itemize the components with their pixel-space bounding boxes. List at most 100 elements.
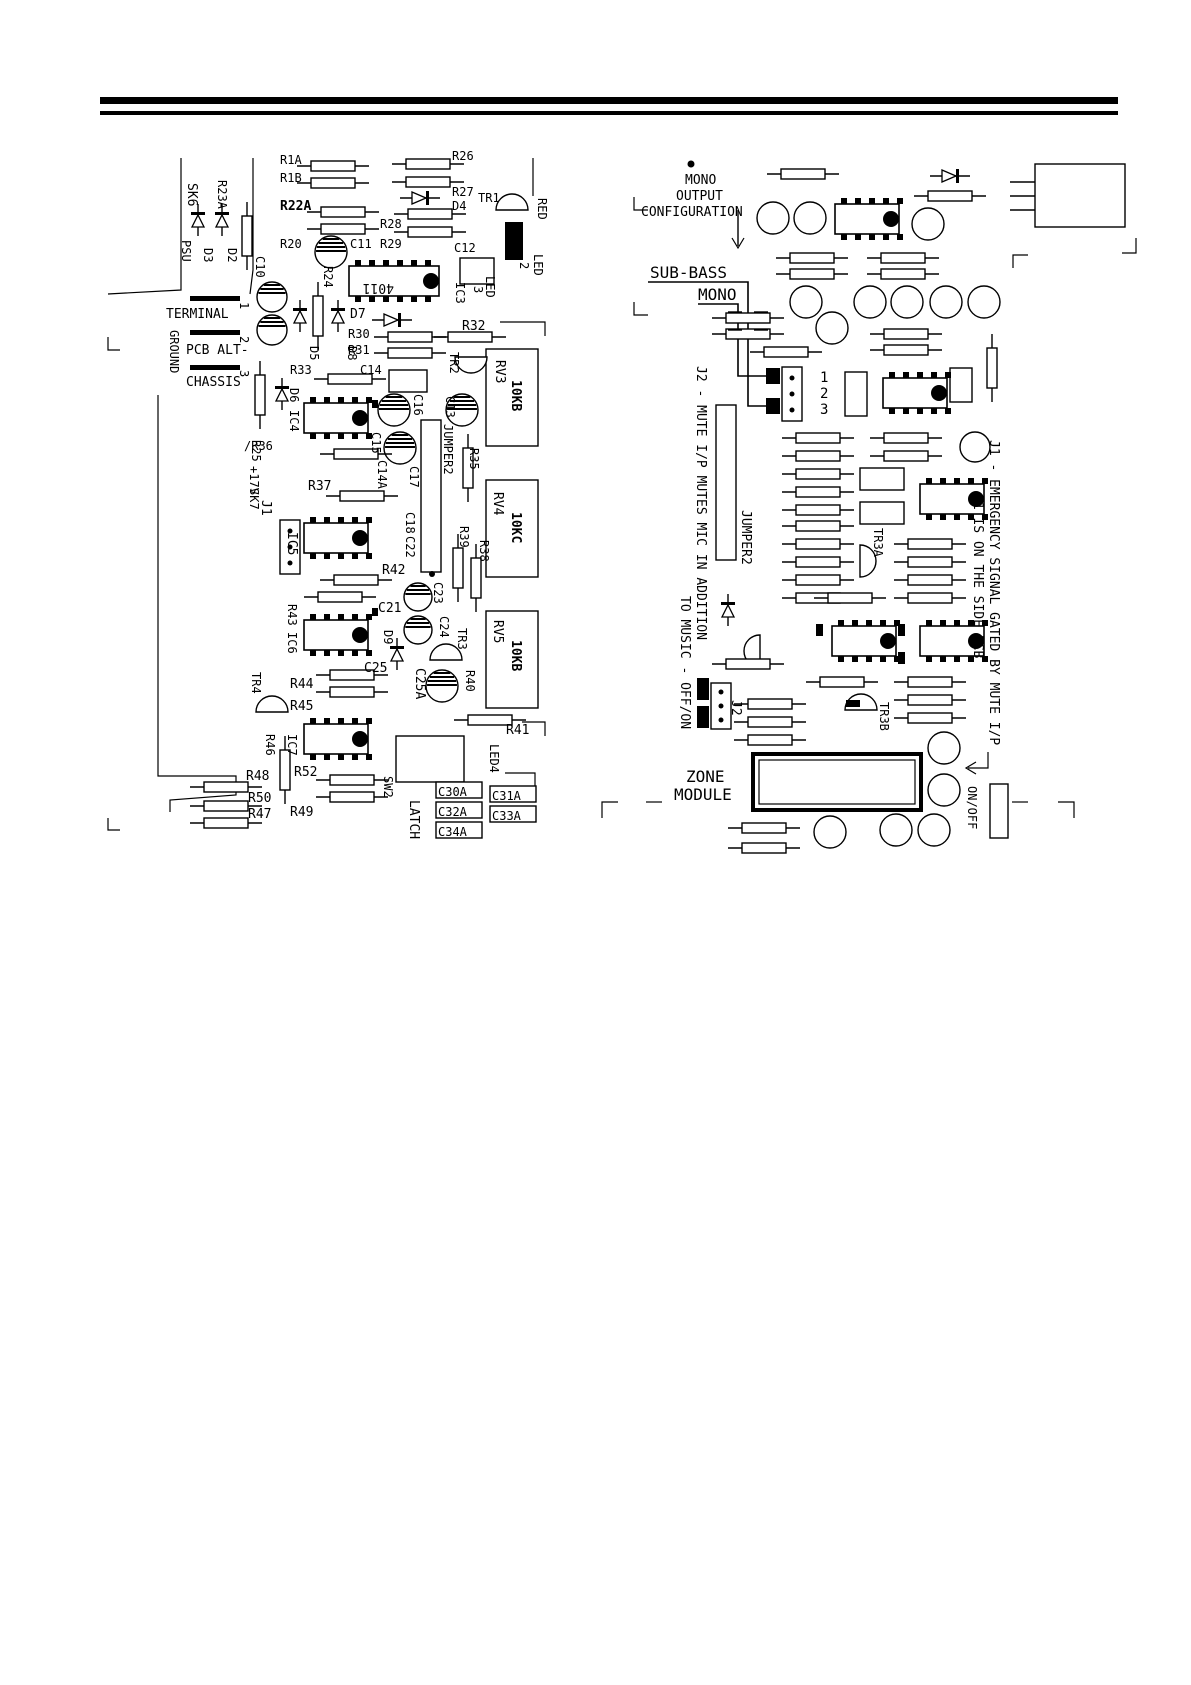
left-pcb-board	[107, 158, 546, 839]
component-box	[459, 257, 495, 285]
r29-resistor	[394, 226, 466, 238]
pad	[372, 400, 378, 408]
label-red: RED	[535, 198, 549, 220]
r22a-resistor	[307, 206, 379, 218]
label-jumper2: JUMPER2	[441, 424, 455, 475]
label-rv3_val: 10KB	[508, 380, 523, 411]
r42-resistor	[320, 574, 392, 586]
label-d2: D2	[225, 248, 239, 262]
r38-resistor	[470, 544, 482, 612]
label-c25: C25	[364, 661, 387, 676]
label-r45: R45	[290, 699, 313, 714]
resistor	[712, 312, 784, 324]
label-c31a: C31A	[492, 789, 522, 803]
resistor	[728, 822, 800, 834]
c31a-box	[489, 785, 537, 803]
c30a-box	[435, 781, 483, 799]
label-led3: LED	[483, 276, 497, 298]
label-r50: R50	[248, 791, 271, 806]
label-ic7: IC7	[285, 734, 299, 756]
rv5-pot	[485, 610, 539, 709]
label-latch: LATCH	[406, 800, 421, 839]
component-box	[949, 367, 973, 403]
capacitor	[853, 285, 887, 319]
corner-mark	[601, 801, 618, 818]
corner-mark	[107, 337, 120, 351]
label-tr3b: TR3B	[877, 702, 891, 731]
label-r29: R29	[380, 237, 402, 251]
corner-mark	[633, 302, 648, 316]
label-r1a: R1A	[280, 153, 302, 167]
c23-capacitor	[403, 582, 433, 612]
label-r38: R38	[477, 540, 491, 562]
label-c22: C22	[403, 536, 417, 558]
label-ic6: IC6	[285, 632, 299, 654]
resistor	[782, 468, 854, 480]
d7-diode	[372, 313, 412, 327]
pin	[718, 703, 724, 709]
terminal-1-pad	[190, 296, 240, 301]
label-tr3: TR3	[455, 628, 469, 650]
ic6-chip	[303, 614, 372, 656]
label-r28: R28	[380, 217, 402, 231]
r31-resistor	[374, 347, 446, 359]
resistor	[782, 486, 854, 498]
label-sk7: SK7	[247, 488, 261, 510]
label-c21: C21	[378, 601, 401, 616]
capacitor	[793, 201, 827, 235]
pin	[789, 375, 795, 381]
resistor	[767, 168, 839, 180]
label-r52: R52	[294, 765, 317, 780]
r42b-resistor	[304, 591, 376, 603]
label-sub_bass: SUB-BASS	[650, 263, 727, 282]
label-r48: R48	[246, 769, 269, 784]
jumper-pad	[697, 678, 709, 700]
d5-diode	[292, 300, 308, 332]
c33a-box	[489, 805, 537, 823]
label-led2: LED	[531, 254, 545, 276]
component-box	[859, 501, 905, 525]
r45-resistor	[316, 686, 388, 698]
label-r23a: R23A	[215, 180, 229, 210]
label-r44: R44	[290, 677, 314, 692]
c13-capacitor	[445, 393, 479, 427]
corner-mark	[1122, 238, 1137, 254]
resistor	[782, 556, 854, 568]
resistor	[986, 334, 998, 402]
label-psu: PSU	[179, 240, 193, 262]
label-tr4: TR4	[249, 672, 263, 694]
pin	[718, 717, 724, 723]
sw2-switch	[395, 735, 465, 783]
d9-diode	[389, 638, 405, 670]
resistor	[782, 504, 854, 516]
ic3-chip	[348, 260, 440, 302]
label-ic5: IC5	[284, 532, 299, 555]
pad	[898, 624, 905, 636]
resistor	[870, 432, 942, 444]
resistor	[894, 538, 966, 550]
label-j1_note2: J1 IS ON THE SIDE PCB	[970, 494, 985, 659]
label-c25a: C25A	[412, 668, 427, 699]
pin	[789, 407, 795, 413]
resistor	[806, 676, 878, 688]
label-r39: R39	[457, 526, 471, 548]
c34a-box	[435, 821, 483, 839]
r52-resistor	[316, 774, 388, 786]
diode	[930, 169, 970, 183]
resistor	[894, 592, 966, 604]
label-r24: R24	[321, 266, 335, 288]
r50-resistor	[190, 800, 262, 812]
r28-resistor	[394, 208, 466, 220]
ic5-chip	[303, 517, 372, 559]
zone-module-inner	[758, 759, 916, 805]
jumper-pad	[766, 368, 780, 384]
ic-chip	[919, 478, 988, 520]
arrow-head	[731, 237, 745, 250]
label-j2_note2: TO MUSIC - OFF/ON	[677, 596, 692, 729]
label-rv5: RV5	[490, 620, 505, 643]
rv4-pot	[485, 479, 539, 578]
label-r25: R25	[249, 440, 263, 462]
zone-module-socket	[751, 752, 923, 812]
label-r46: R46	[263, 734, 277, 756]
d6-diode	[274, 378, 290, 410]
